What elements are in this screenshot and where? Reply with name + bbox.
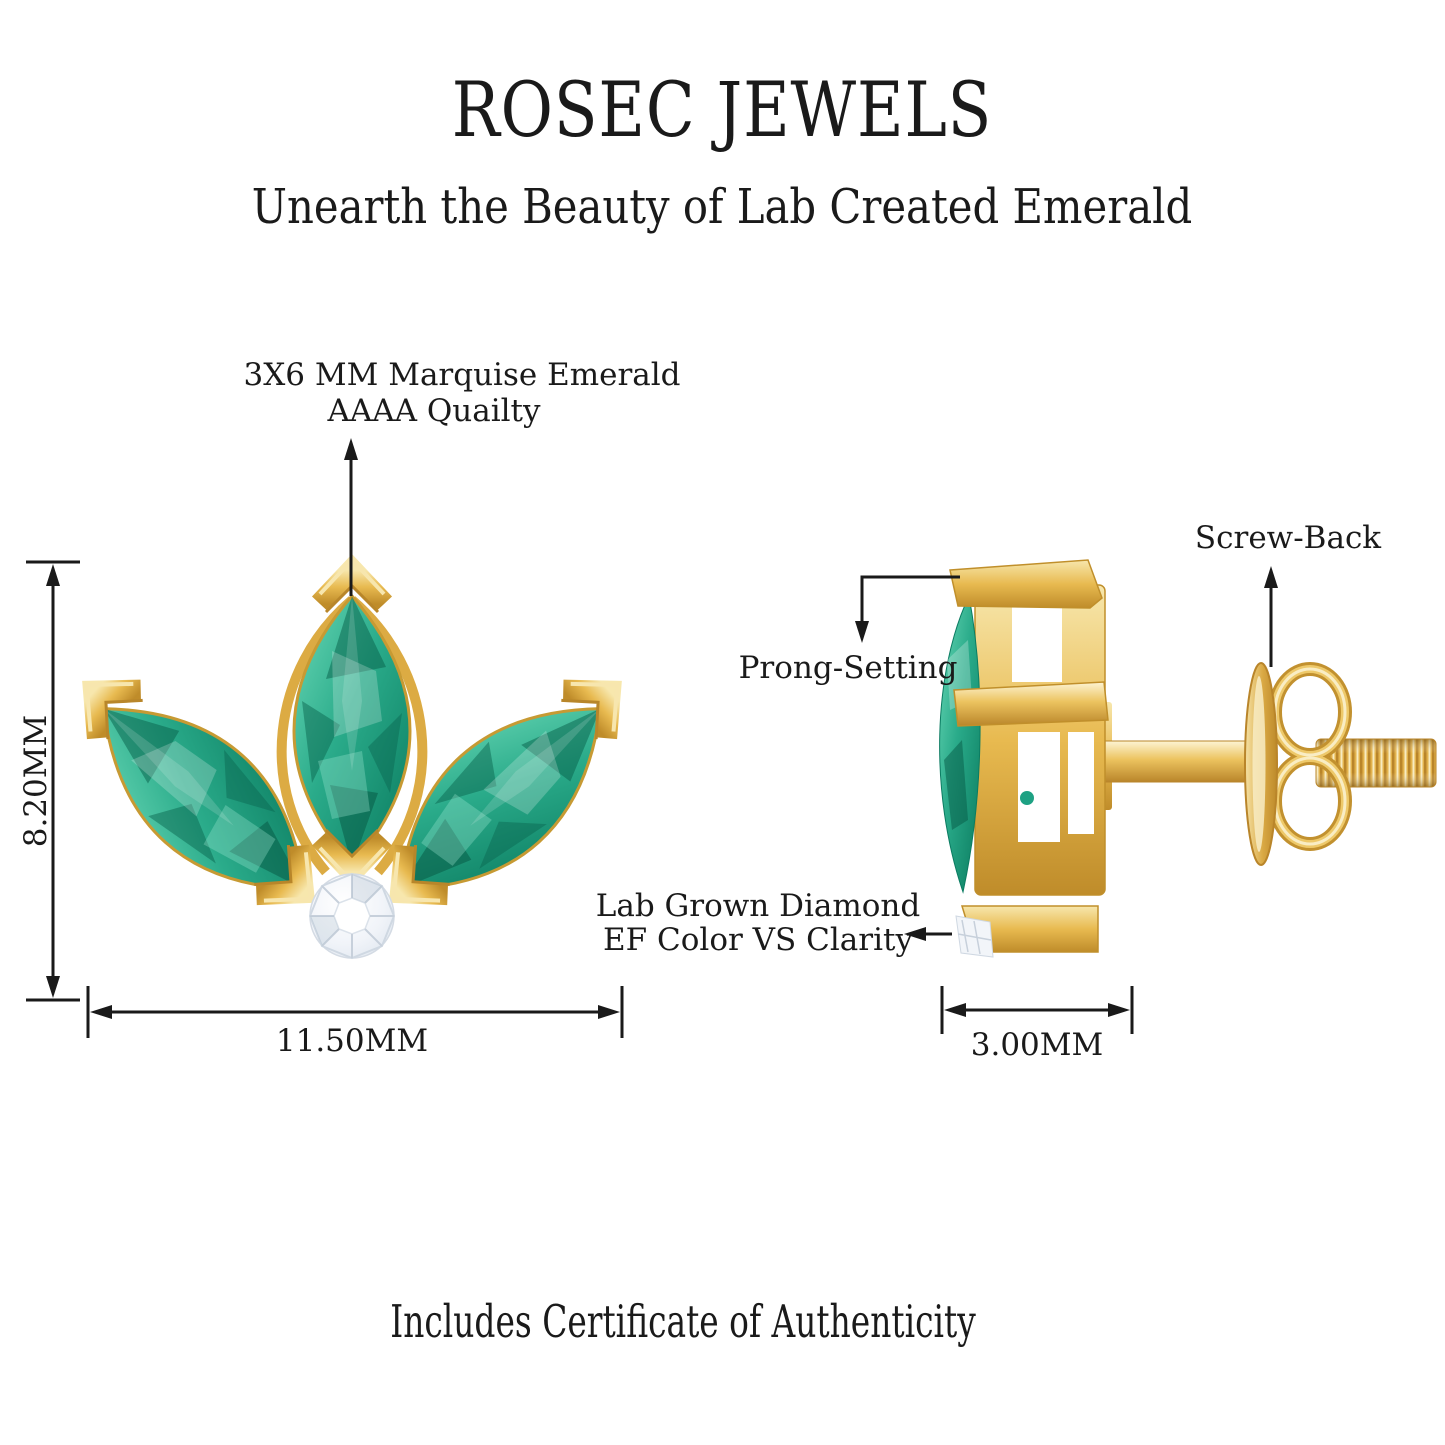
prong-setting-label: Prong-Setting: [738, 650, 958, 686]
screw-back-arrow: [1264, 566, 1278, 667]
diamond-callout-line1: Lab Grown Diamond: [595, 888, 921, 924]
side-earring-illustration: [939, 559, 1437, 958]
gem-callout-arrow: [344, 438, 358, 596]
height-dimension-line: [26, 560, 80, 1002]
screw-back-label: Screw-Back: [1194, 520, 1382, 556]
diamond-side-profile: [955, 915, 994, 958]
prong-basket: [939, 559, 1109, 958]
screw-back-disc: [1244, 662, 1278, 866]
round-diamond-accent: [309, 873, 395, 959]
diamond-callout-line2: EF Color VS Clarity: [603, 922, 913, 958]
prong-setting-arrow: [855, 575, 960, 643]
gem-callout-line1: 3X6 MM Marquise Emerald: [243, 357, 681, 393]
width-dimension-line: [86, 986, 624, 1038]
brand-title: ROSEC JEWELS: [451, 65, 993, 154]
width-dimension-label: 11.50MM: [275, 1023, 429, 1059]
depth-dimension-label: 3.00MM: [970, 1027, 1104, 1063]
depth-dimension-line: [940, 986, 1134, 1034]
threaded-post: [1315, 738, 1437, 788]
marquise-emerald-center: [294, 596, 410, 866]
height-dimension-label: 8.20MM: [17, 714, 54, 848]
front-earring-illustration: [65, 560, 639, 959]
brand-tagline: Unearth the Beauty of Lab Created Emeral…: [251, 179, 1193, 235]
gem-callout-line2: AAAA Quailty: [327, 393, 541, 429]
certificate-note: Includes Certificate of Authenticity: [390, 1295, 976, 1348]
diamond-callout-arrow: [904, 927, 952, 941]
